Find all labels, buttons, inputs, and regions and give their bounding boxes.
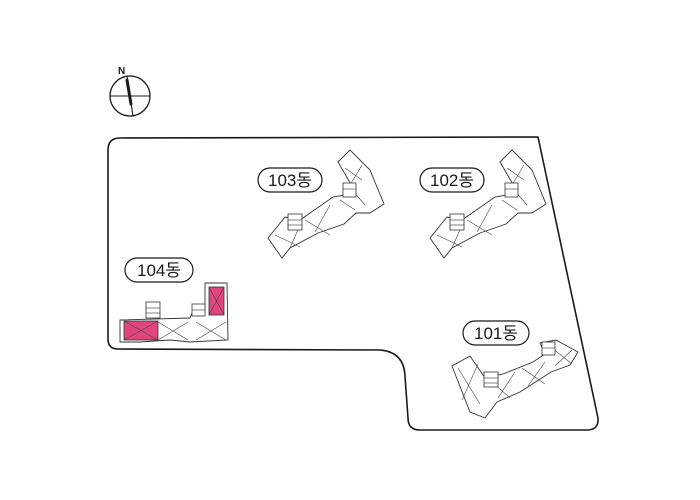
building-101-label-pill bbox=[462, 320, 530, 346]
building-101[interactable]: 101동 bbox=[451, 320, 579, 419]
building-103-label: 103동 bbox=[268, 171, 312, 190]
building-102-label-pill bbox=[419, 167, 485, 193]
building-103[interactable]: 103동 bbox=[257, 149, 385, 259]
building-104[interactable]: 104동 bbox=[119, 257, 229, 343]
building-103-label-pill bbox=[257, 167, 323, 193]
core-stair bbox=[287, 213, 303, 231]
building-104-label-pill bbox=[124, 257, 194, 283]
building-101-label: 101동 bbox=[474, 324, 518, 343]
building-102-label: 102동 bbox=[430, 171, 474, 190]
building-102[interactable]: 102동 bbox=[419, 149, 547, 259]
compass-north-label: N bbox=[118, 66, 125, 77]
north-compass: N bbox=[109, 66, 151, 117]
building-104-label: 104동 bbox=[137, 261, 181, 280]
